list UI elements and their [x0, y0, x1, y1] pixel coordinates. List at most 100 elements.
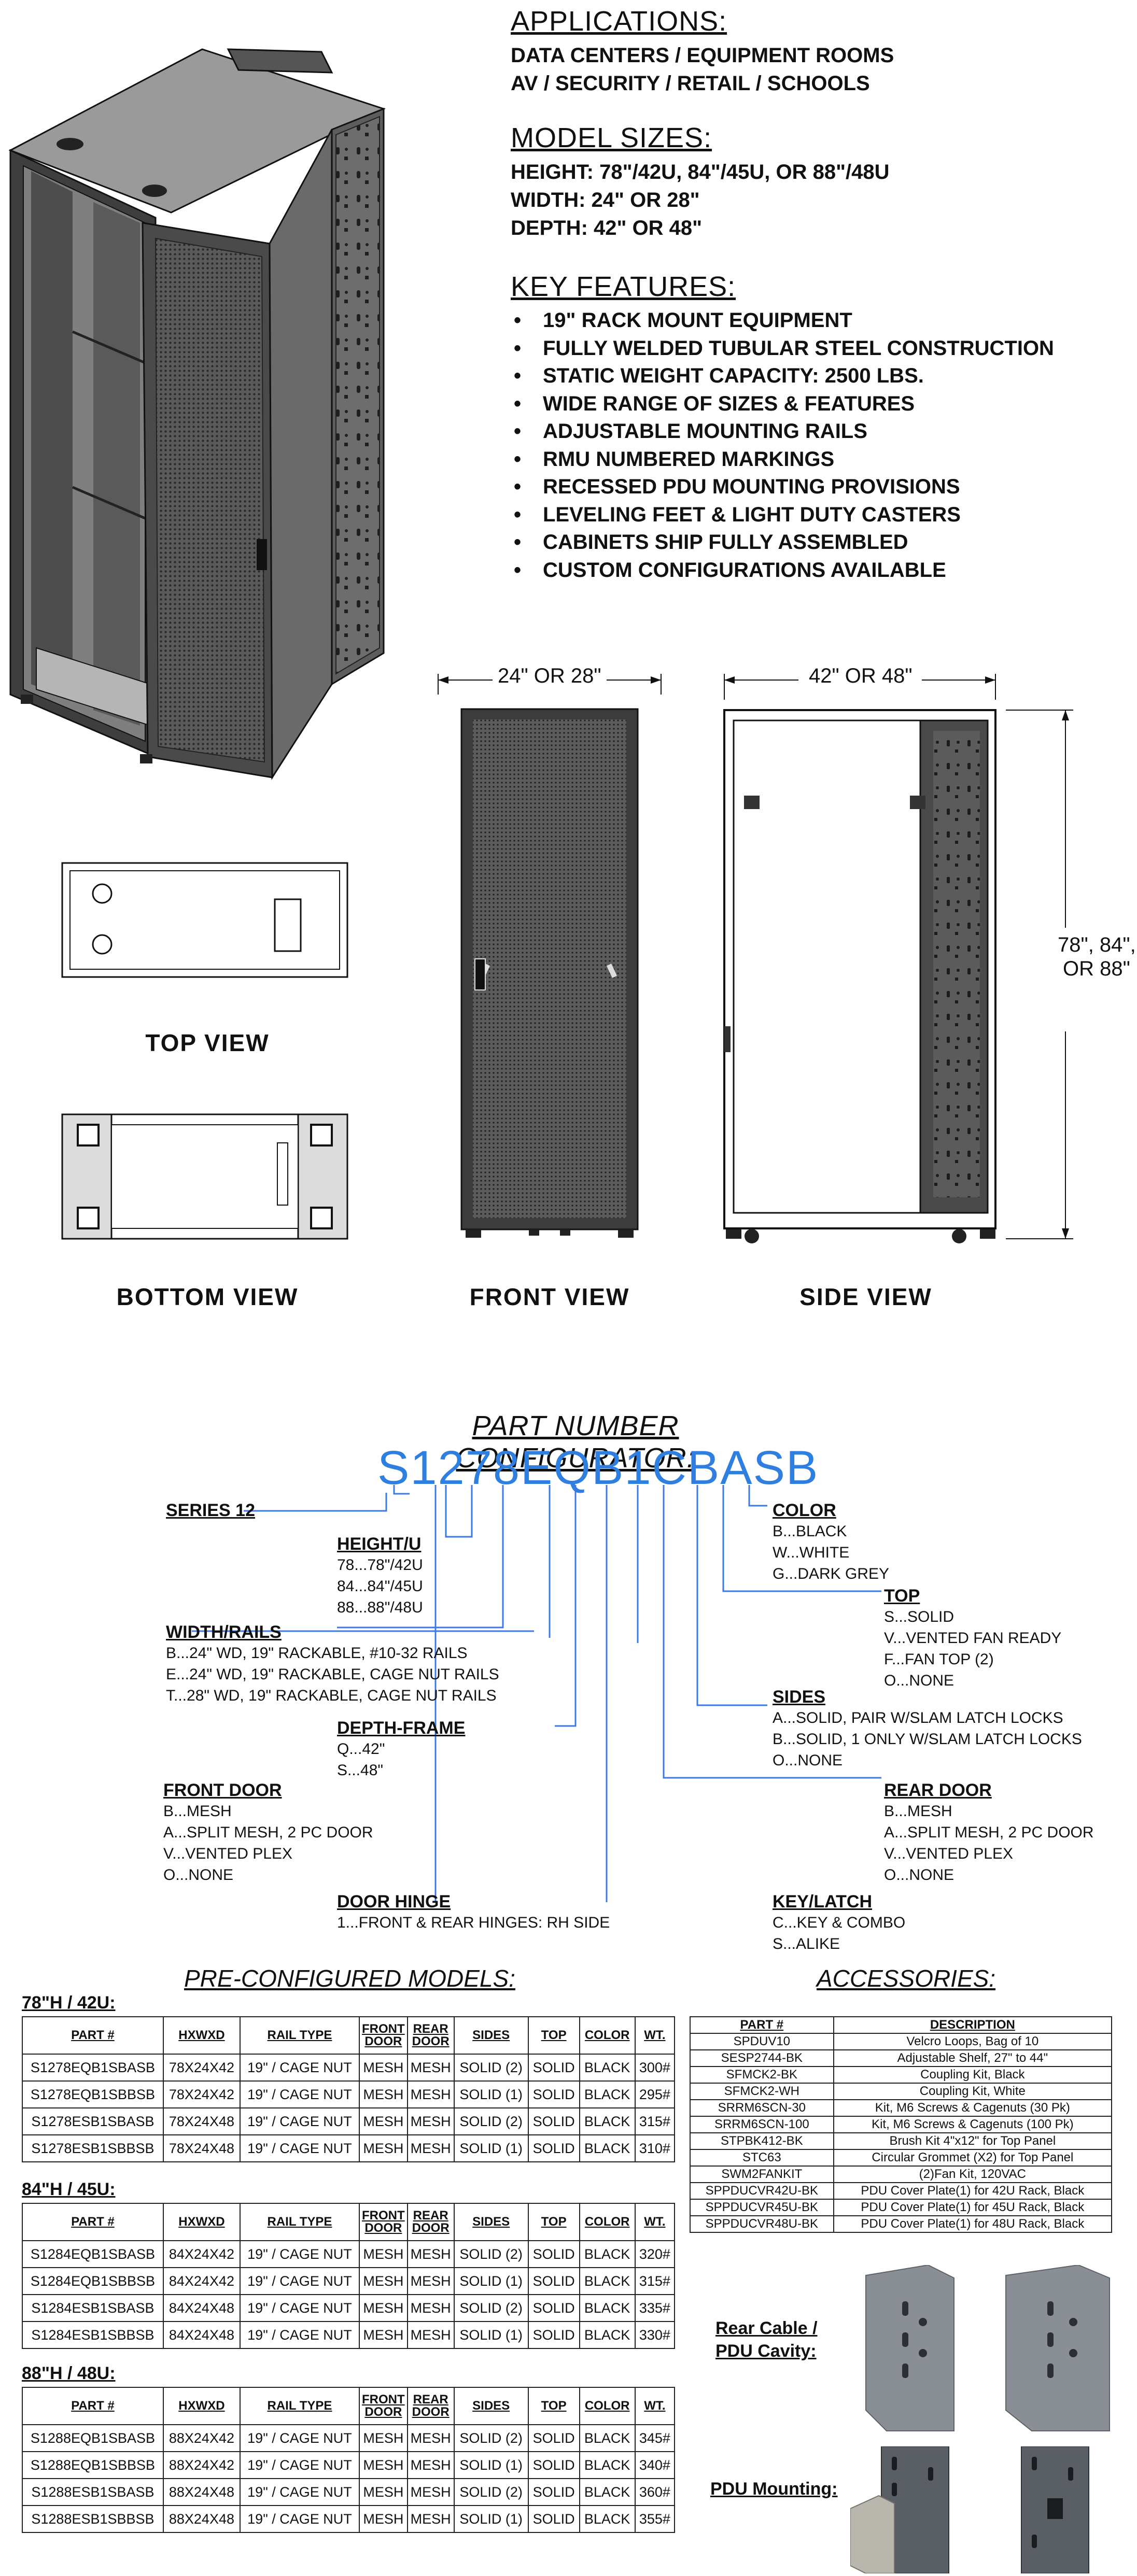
feature-item: •19" RACK MOUNT EQUIPMENT: [511, 307, 1054, 335]
table-cell: SOLID: [527, 2294, 580, 2322]
column-header: COLOR: [579, 2016, 636, 2055]
feature-item: •RECESSED PDU MOUNTING PROVISIONS: [511, 473, 1054, 501]
column-header: TOP: [527, 2387, 580, 2425]
model-group-heading: 78"H / 42U:: [22, 1993, 116, 2013]
applications-line: DATA CENTERS / EQUIPMENT ROOMS: [511, 44, 894, 67]
table-cell: BLACK: [579, 2240, 636, 2268]
bottom-view-label: BOTTOM VIEW: [116, 1283, 299, 1310]
table-cell: Coupling Kit, White: [833, 2083, 1113, 2100]
bullet-icon: •: [514, 531, 522, 554]
side-height-line: 78", 84",: [1058, 933, 1136, 956]
table-cell: SESP2744-BK: [690, 2049, 834, 2067]
model-size-line: DEPTH: 42" OR 48": [511, 217, 703, 239]
config-option: 78...78"/42U: [337, 1556, 423, 1574]
column-header: HXWXD: [162, 2387, 241, 2425]
table-cell: SOLID (2): [453, 2294, 529, 2322]
config-option: A...SOLID, PAIR W/SLAM LATCH LOCKS: [773, 1709, 1063, 1726]
config-option: T...28" WD, 19" RACKABLE, CAGE NUT RAILS: [166, 1687, 497, 1704]
column-header: RAIL TYPE: [239, 2387, 360, 2425]
table-cell: STC63: [690, 2149, 834, 2167]
configurator-leader-lines: [192, 1485, 881, 1902]
table-cell: BLACK: [579, 2054, 636, 2082]
table-cell: MESH: [406, 2321, 455, 2349]
config-option: S...ALIKE: [773, 1935, 840, 1952]
table-cell: BLACK: [579, 2505, 636, 2533]
models-table-42u: PART # HXWXD RAIL TYPE FRONT DOOR REAR D…: [22, 2016, 676, 2162]
feature-text: RECESSED PDU MOUNTING PROVISIONS: [543, 475, 960, 498]
bullet-icon: •: [514, 336, 522, 360]
feature-item: •CUSTOM CONFIGURATIONS AVAILABLE: [511, 557, 1054, 585]
rear-cable-photos: [850, 2265, 1125, 2436]
applications-line: AV / SECURITY / RETAIL / SCHOOLS: [511, 72, 870, 95]
table-cell: SOLID (2): [453, 2240, 529, 2268]
column-header: WT.: [634, 2203, 676, 2241]
table-cell: 315#: [634, 2107, 676, 2135]
table-cell: Kit, M6 Screws & Cagenuts (30 Pk): [833, 2099, 1113, 2117]
table-cell: 19" / CAGE NUT: [239, 2478, 360, 2506]
table-cell: SOLID (2): [453, 2107, 529, 2135]
bullet-icon: •: [514, 364, 522, 387]
column-header: SIDES: [453, 2387, 529, 2425]
table-cell: 19" / CAGE NUT: [239, 2267, 360, 2295]
table-cell: MESH: [359, 2267, 408, 2295]
config-door-hinge-group: DOOR HINGE 1...FRONT & REAR HINGES: RH S…: [337, 1892, 610, 1933]
table-cell: S1288ESB1SBASB: [22, 2478, 164, 2506]
column-header: SIDES: [453, 2203, 529, 2241]
side-view-label: SIDE VIEW: [799, 1283, 932, 1310]
pdu-mounting-photos: [850, 2446, 1125, 2573]
config-option: F...FAN TOP (2): [884, 1651, 994, 1668]
table-cell: SOLID (1): [453, 2321, 529, 2349]
preconfigured-title: PRE-CONFIGURED MODELS:: [184, 1965, 515, 1992]
config-option: O...NONE: [884, 1672, 954, 1689]
config-color-heading: COLOR: [773, 1501, 836, 1520]
config-option: A...SPLIT MESH, 2 PC DOOR: [163, 1824, 373, 1841]
table-cell: S1284EQB1SBBSB: [22, 2267, 164, 2295]
table-cell: SOLID: [527, 2321, 580, 2349]
config-option: B...SOLID, 1 ONLY W/SLAM LATCH LOCKS: [773, 1731, 1082, 1748]
table-cell: SOLID: [527, 2505, 580, 2533]
model-size-line: WIDTH: 24" OR 28": [511, 189, 700, 211]
table-cell: 19" / CAGE NUT: [239, 2134, 360, 2162]
model-sizes-heading: MODEL SIZES:: [511, 122, 712, 153]
table-cell: 78X24X42: [162, 2054, 241, 2082]
table-cell: 355#: [634, 2505, 676, 2533]
config-option: B...24" WD, 19" RACKABLE, #10-32 RAILS: [166, 1645, 468, 1662]
config-key-latch-heading: KEY/LATCH: [773, 1892, 873, 1912]
column-header: HXWXD: [162, 2016, 241, 2055]
applications-list: DATA CENTERS / EQUIPMENT ROOMS AV / SECU…: [511, 41, 894, 97]
configurator-part-number: S1278EQB1CBASB: [377, 1441, 819, 1494]
table-cell: SOLID (1): [453, 2451, 529, 2479]
table-cell: BLACK: [579, 2321, 636, 2349]
top-view-label: TOP VIEW: [145, 1029, 270, 1056]
table-cell: Brush Kit 4"x12" for Top Panel: [833, 2132, 1113, 2150]
config-front-door-group: FRONT DOOR B...MESH A...SPLIT MESH, 2 PC…: [163, 1780, 373, 1886]
config-option: 1...FRONT & REAR HINGES: RH SIDE: [337, 1914, 610, 1931]
feature-text: 19" RACK MOUNT EQUIPMENT: [543, 309, 852, 332]
config-option: O...NONE: [773, 1752, 843, 1769]
table-cell: PDU Cover Plate(1) for 42U Rack, Black: [833, 2182, 1113, 2200]
column-header: WT.: [634, 2387, 676, 2425]
table-cell: S1284ESB1SBBSB: [22, 2321, 164, 2349]
config-height-heading: HEIGHT/U: [337, 1534, 422, 1554]
table-cell: 300#: [634, 2054, 676, 2082]
config-option: V...VENTED PLEX: [884, 1845, 1013, 1862]
table-cell: MESH: [359, 2240, 408, 2268]
table-cell: BLACK: [579, 2080, 636, 2108]
config-option: B...MESH: [884, 1803, 952, 1820]
config-width-heading: WIDTH/RAILS: [166, 1622, 282, 1642]
table-cell: 78X24X48: [162, 2134, 241, 2162]
column-header: FRONT DOOR: [359, 2016, 408, 2055]
config-top-heading: TOP: [884, 1586, 920, 1606]
table-cell: S1278EQB1SBBSB: [22, 2080, 164, 2108]
